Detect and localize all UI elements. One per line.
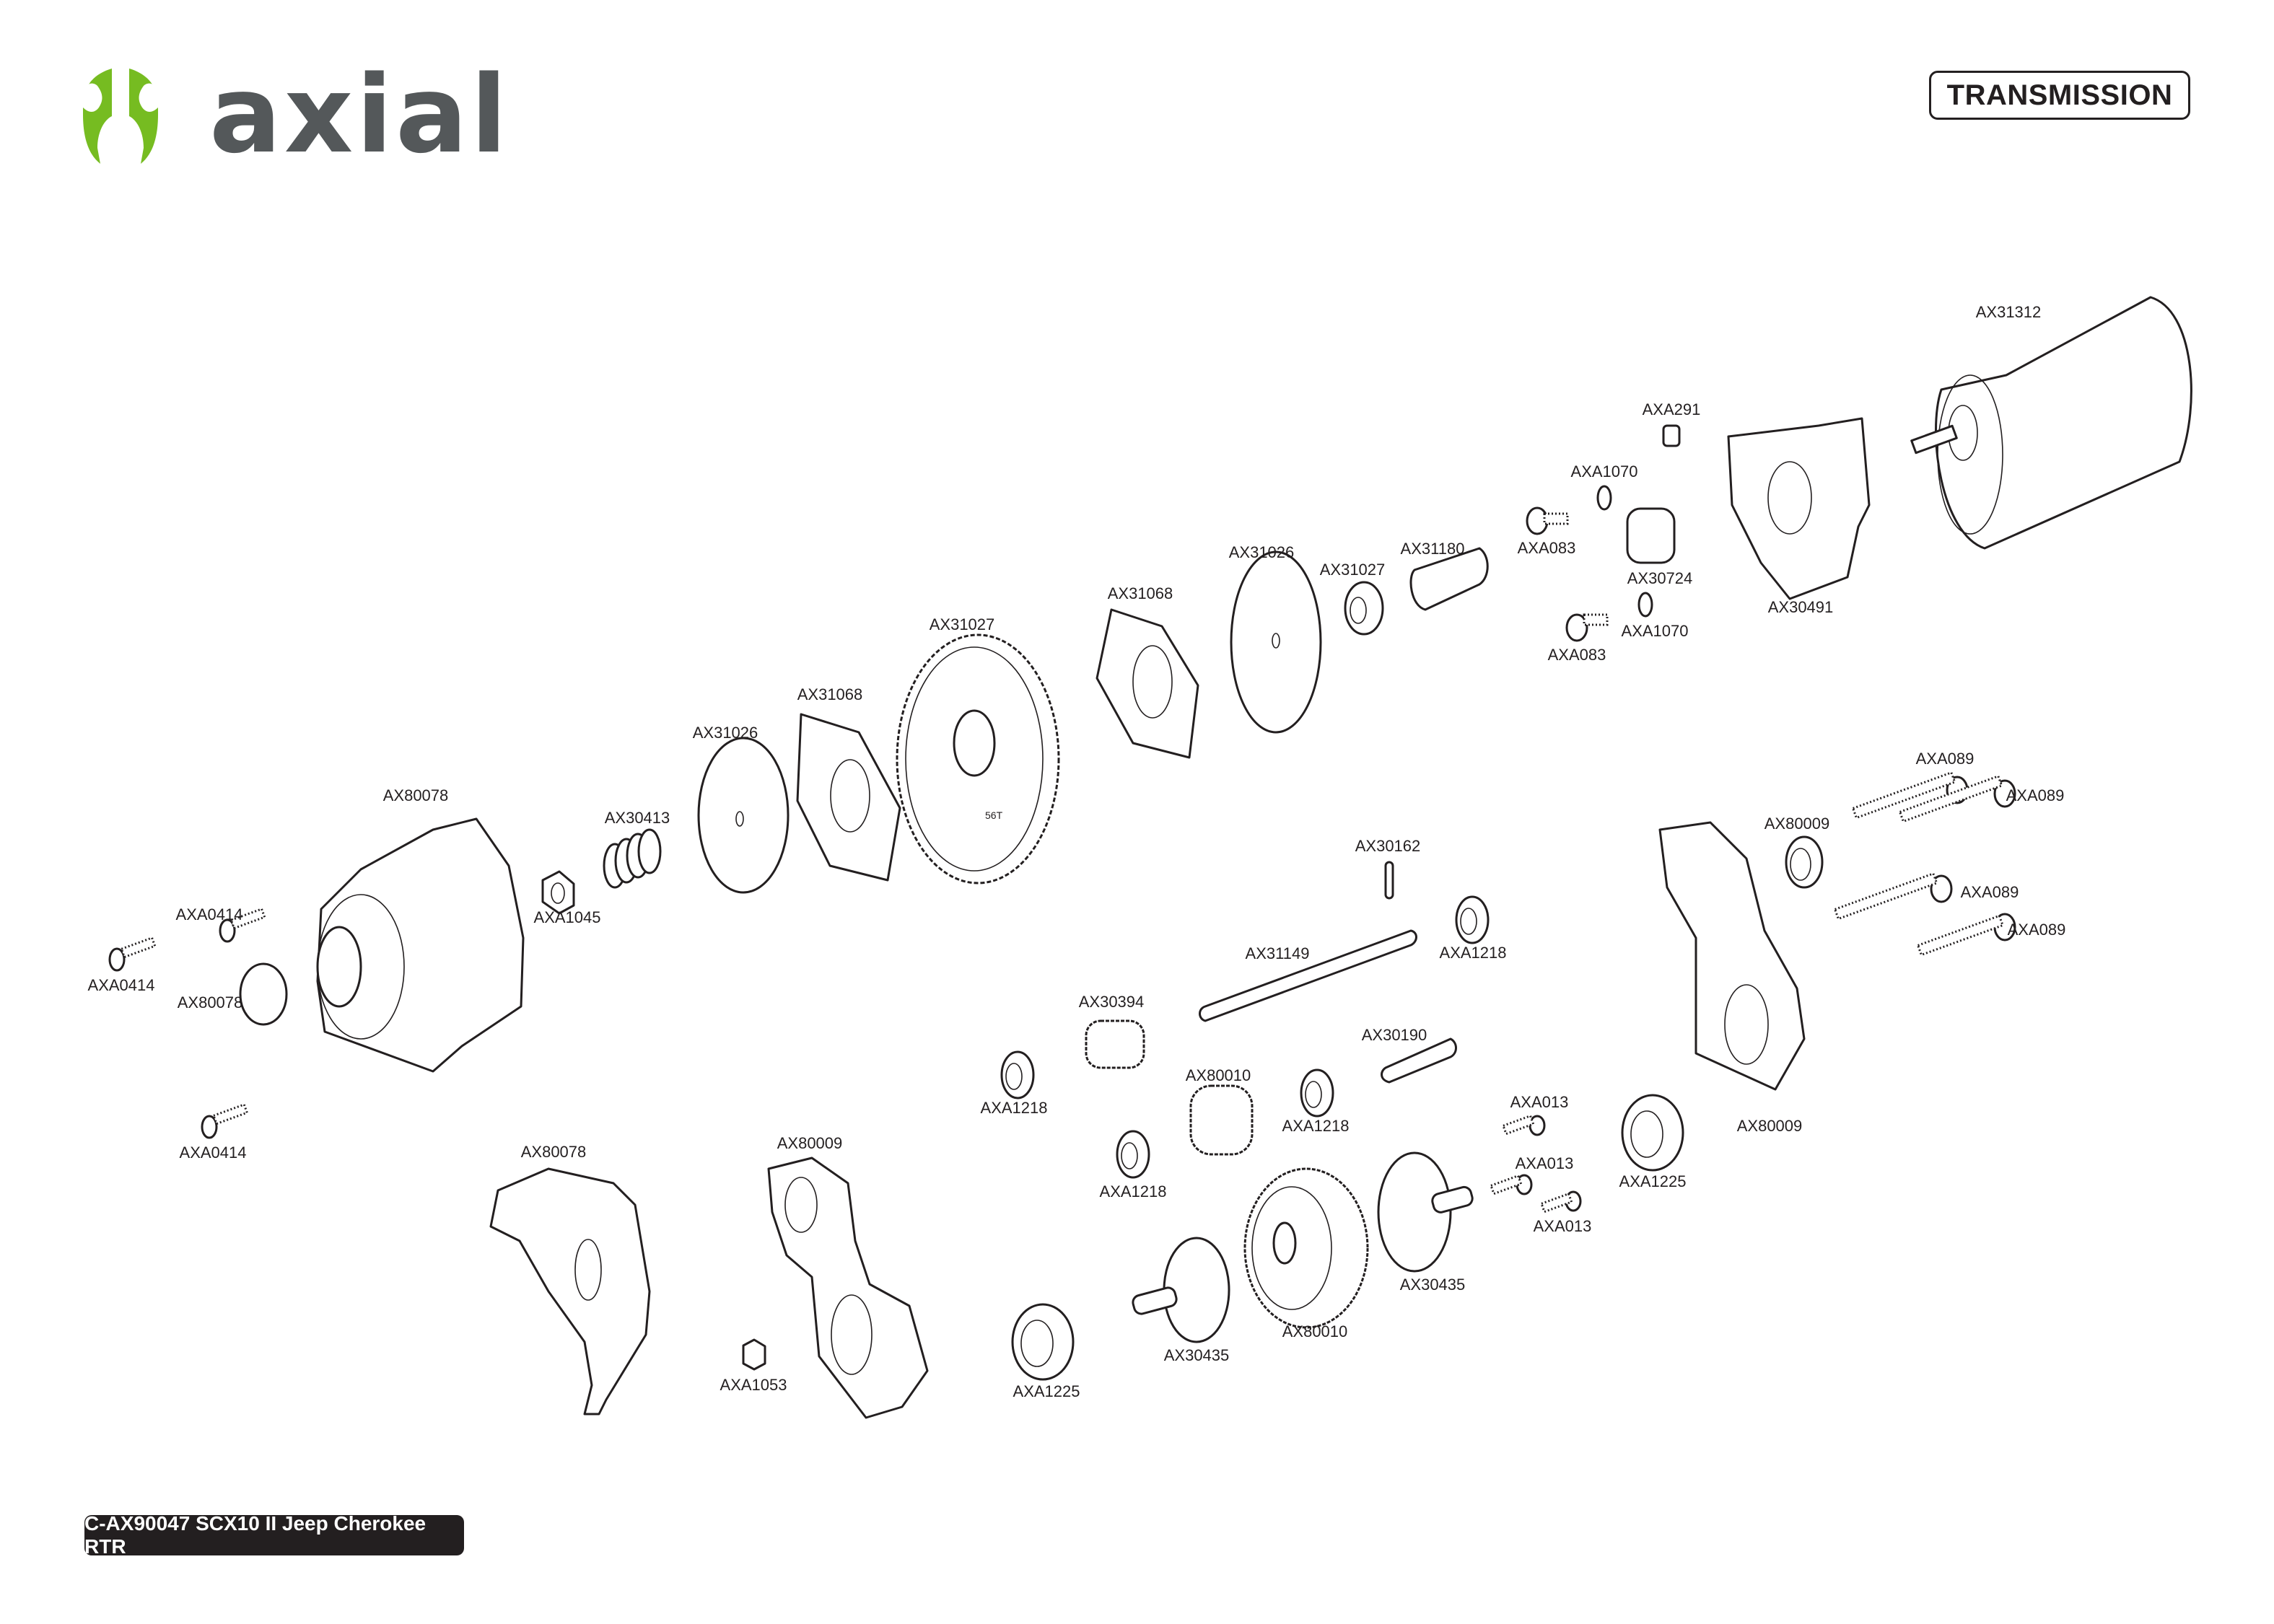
part-label-output-screw-1[interactable]: AXA013 <box>1510 1093 1569 1111</box>
part-label-motor-screw-upper[interactable]: AXA083 <box>1517 539 1576 557</box>
part-label-bearing-1[interactable]: AXA1218 <box>1439 944 1507 962</box>
part-label-bearing-2[interactable]: AXA1218 <box>980 1099 1048 1117</box>
part-label-slipper-plate-outer[interactable]: AX31026 <box>1228 543 1295 561</box>
part-label-motor[interactable]: AX31312 <box>1975 303 2042 321</box>
model-footer: C-AX90047 SCX10 II Jeep Cherokee RTR <box>84 1512 464 1558</box>
part-label-slipper-bushing[interactable]: AX31027 <box>1319 561 1386 579</box>
motor-plate-drawing <box>1727 417 1871 600</box>
section-title: TRANSMISSION <box>1929 71 2190 120</box>
part-label-slipper-pad-inner[interactable]: AX31068 <box>797 685 863 703</box>
part-label-case-screw-2[interactable]: AXA089 <box>2006 786 2065 804</box>
axial-wordmark: axial <box>209 53 510 177</box>
part-label-washer-upper[interactable]: AXA1070 <box>1570 462 1638 480</box>
part-label-spur-gear[interactable]: AX31027 <box>929 615 995 633</box>
part-label-gear-cover[interactable]: AX80078 <box>382 786 449 804</box>
part-label-slipper-pad-outer[interactable]: AX31068 <box>1107 584 1173 602</box>
part-label-case-half-left[interactable]: AX80009 <box>777 1134 843 1152</box>
part-label-set-screw[interactable]: AXA291 <box>1642 400 1701 418</box>
part-label-large-bearing-right[interactable]: AXA1225 <box>1619 1172 1687 1190</box>
axial-mark-icon <box>83 69 158 164</box>
part-label-slipper-hub[interactable]: AX31180 <box>1400 540 1465 558</box>
part-label-large-bearing-left[interactable]: AXA1225 <box>1013 1382 1080 1400</box>
part-label-slipper-plate-inner[interactable]: AX31026 <box>692 724 758 742</box>
part-label-bearing-3[interactable]: AXA1218 <box>1282 1117 1350 1135</box>
part-label-top-shaft[interactable]: AX31149 <box>1245 944 1310 962</box>
part-label-output-screw-2[interactable]: AXA013 <box>1515 1154 1574 1172</box>
part-label-bushing[interactable]: AX80009 <box>1764 815 1830 833</box>
part-label-pin[interactable]: AX30162 <box>1355 837 1421 855</box>
part-label-motor-screw-lower[interactable]: AXA083 <box>1547 646 1606 664</box>
motor-drawing <box>1910 296 2192 550</box>
part-label-cover-screw-1[interactable]: AXA0414 <box>175 905 243 923</box>
part-label-case-screw-4[interactable]: AXA089 <box>2007 921 2066 939</box>
spring-drawing <box>603 828 662 889</box>
axial-logo: axial <box>83 61 530 170</box>
slipper-plate-outer-drawing <box>1230 550 1322 734</box>
part-label-case-half-right[interactable]: AX80009 <box>1736 1117 1803 1135</box>
part-label-output-gear[interactable]: AX80010 <box>1282 1322 1348 1340</box>
part-label-slipper-spring[interactable]: AX30413 <box>604 809 670 827</box>
part-label-cover-screw-2[interactable]: AXA0414 <box>87 976 155 994</box>
part-label-idler-gear[interactable]: AX30394 <box>1078 993 1145 1011</box>
part-label-nut[interactable]: AXA1053 <box>720 1376 787 1394</box>
part-label-case-screw-3[interactable]: AXA089 <box>1960 883 2019 901</box>
part-label-idler-shaft[interactable]: AX30190 <box>1361 1026 1427 1044</box>
part-label-washer-lower[interactable]: AXA1070 <box>1621 622 1689 640</box>
case-half-left-drawing <box>767 1156 929 1419</box>
case-half-right-drawing <box>1658 821 1806 1091</box>
part-label-bearing-4[interactable]: AXA1218 <box>1099 1182 1167 1201</box>
part-label-output-shaft-right[interactable]: AX30435 <box>1399 1276 1466 1294</box>
part-label-case-screw-1[interactable]: AXA089 <box>1915 750 1975 768</box>
part-label-cover-screw-3[interactable]: AXA0414 <box>179 1144 247 1162</box>
spur-gear-marking: 56T <box>985 809 1003 821</box>
part-label-pinion-gear[interactable]: AX30724 <box>1627 569 1693 587</box>
part-label-output-shaft-left[interactable]: AX30435 <box>1163 1346 1230 1364</box>
part-label-lock-nut[interactable]: AXA1045 <box>533 908 601 926</box>
part-label-motor-plate[interactable]: AX30491 <box>1767 598 1834 616</box>
part-label-cover-cap[interactable]: AX80078 <box>177 993 243 1011</box>
pinion-drawing <box>1626 507 1676 564</box>
part-label-idler-gear-2[interactable]: AX80010 <box>1185 1066 1251 1084</box>
part-label-cover-back-plate[interactable]: AX80078 <box>520 1143 587 1161</box>
part-label-output-screw-3[interactable]: AXA013 <box>1533 1217 1592 1235</box>
